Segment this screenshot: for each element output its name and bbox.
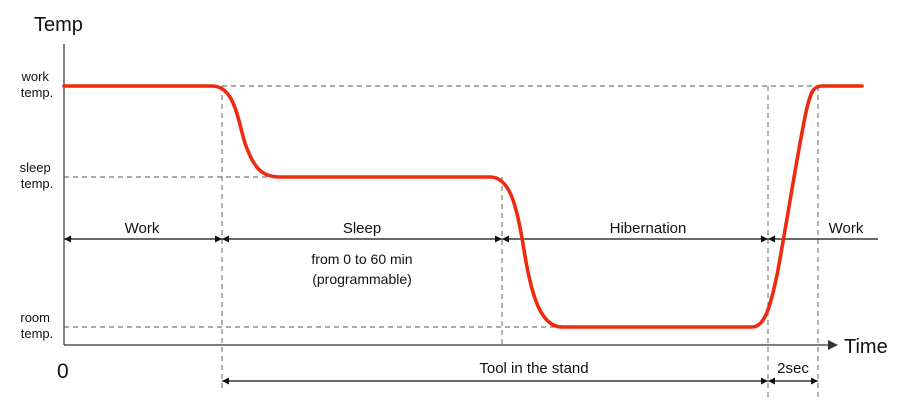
temperature-curve bbox=[62, 84, 864, 329]
sleep-duration-note: from 0 to 60 min bbox=[311, 251, 412, 267]
x-axis-arrowhead bbox=[828, 340, 838, 350]
work-temp-label: work temp. bbox=[20, 69, 53, 100]
room-temp-label: room temp. bbox=[20, 310, 53, 341]
y-axis-title: Temp bbox=[34, 14, 83, 36]
work-end-label: Work bbox=[829, 220, 864, 237]
sleep-label: Sleep bbox=[343, 220, 381, 237]
origin-label: 0 bbox=[57, 360, 69, 383]
wake-time-label: 2sec bbox=[777, 360, 809, 377]
sleep-programmable-note: (programmable) bbox=[312, 271, 412, 287]
x-axis-title: Time bbox=[844, 336, 888, 358]
hibernation-label: Hibernation bbox=[610, 220, 687, 237]
tool-in-stand-label: Tool in the stand bbox=[479, 360, 588, 377]
sleep-temp-label: sleep temp. bbox=[20, 160, 55, 191]
work-start-label: Work bbox=[125, 220, 160, 237]
